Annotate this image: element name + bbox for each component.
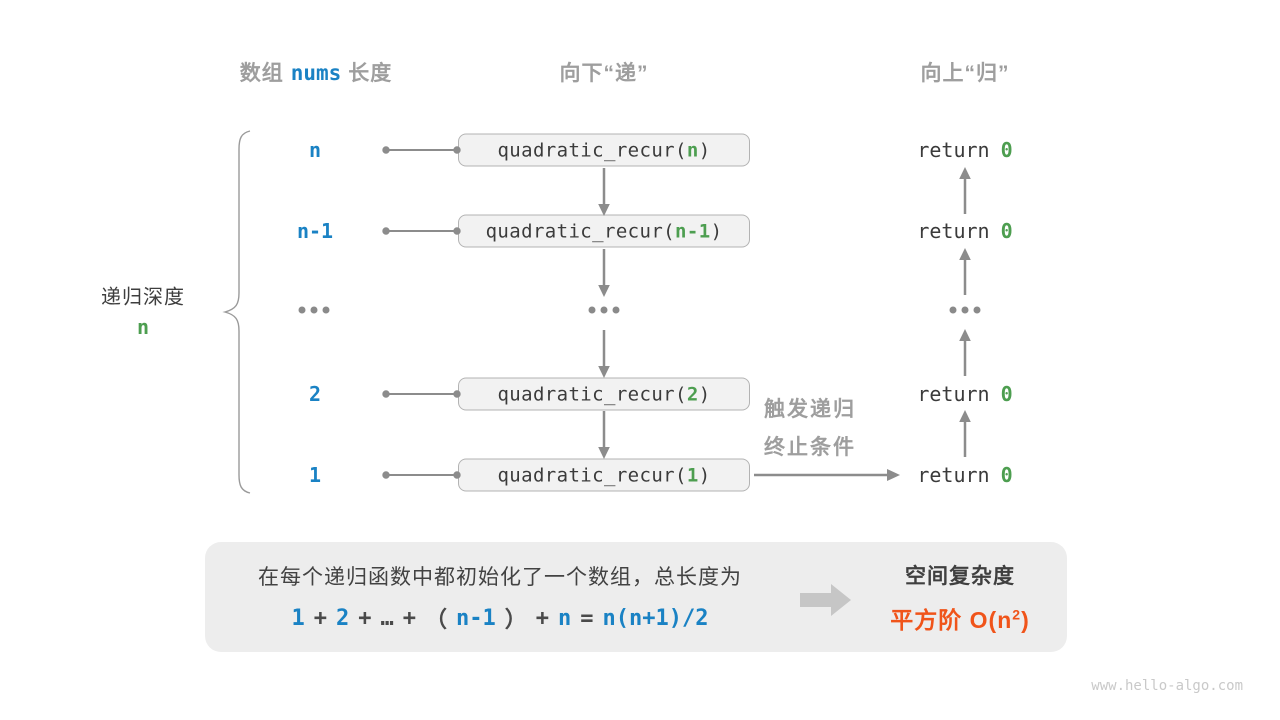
recursion-depth-label: 递归深度 <box>101 286 185 309</box>
summary-description: 在每个递归函数中都初始化了一个数组，总长度为 <box>258 566 742 589</box>
call-text: quadratic_recur( <box>497 464 687 486</box>
formula-token: n(n+1)/2 <box>602 605 709 631</box>
complexity-value: 平方阶 O(n2) <box>890 601 1029 635</box>
call-box: quadratic_recur(1) <box>458 458 750 492</box>
formula-token: + <box>535 605 550 631</box>
summary-formula: 1 + 2 + … + （ n-1 ） + n = n(n+1)/2 <box>292 602 709 634</box>
base-case-note-line1: 触发递归 <box>764 398 856 421</box>
formula-token: + <box>358 605 372 631</box>
right-arrow-icon <box>754 469 900 481</box>
call-box: quadratic_recur(n) <box>458 133 750 167</box>
call-close: ) <box>698 139 711 161</box>
return-keyword: return <box>917 219 990 243</box>
ellipsis-dots <box>298 306 981 314</box>
connector-line <box>382 146 461 479</box>
call-arg: n <box>686 139 699 161</box>
complexity-title: 空间复杂度 <box>905 565 1015 588</box>
formula-token: n-1 <box>456 605 496 631</box>
formula-token: ） <box>504 608 527 633</box>
base-case-note-line2: 终止条件 <box>764 436 856 459</box>
return-value: 0 <box>1000 463 1013 487</box>
formula-token: = <box>580 605 594 631</box>
return-statement: return 0 <box>917 219 1012 243</box>
call-box: quadratic_recur(n-1) <box>458 214 750 248</box>
call-arg: 1 <box>686 464 699 486</box>
call-text: quadratic_recur( <box>497 139 687 161</box>
call-text: quadratic_recur( <box>497 383 687 405</box>
watermark: www.hello-algo.com <box>1091 678 1243 694</box>
call-text: quadratic_recur( <box>485 220 676 242</box>
return-value: 0 <box>1000 219 1013 243</box>
formula-token: … <box>380 605 394 631</box>
header-downward-recursion: 向下“递” <box>559 62 649 85</box>
formula-token: 1 <box>291 605 305 631</box>
complexity-exponent: 2 <box>1012 606 1022 623</box>
call-close: ) <box>698 383 711 405</box>
return-statement: return 0 <box>917 382 1012 406</box>
call-close: ) <box>710 220 723 242</box>
formula-token: n <box>558 605 572 631</box>
header-array-pre: 数组 <box>239 62 284 85</box>
return-keyword: return <box>917 463 990 487</box>
return-value: 0 <box>1000 138 1013 162</box>
call-arg: n-1 <box>675 220 711 242</box>
array-length-label: 2 <box>308 382 322 406</box>
return-statement: return 0 <box>917 138 1012 162</box>
call-close: ) <box>698 464 711 486</box>
header-array-code: nums <box>290 61 342 85</box>
array-length-label: n <box>308 138 322 162</box>
formula-token: + <box>402 605 416 631</box>
formula-token: 2 <box>336 605 350 631</box>
return-value: 0 <box>1000 382 1013 406</box>
recursion-depth-value: n <box>136 315 150 339</box>
formula-token: + <box>313 605 327 631</box>
header-array-post: 长度 <box>348 62 393 85</box>
array-length-label: 1 <box>308 463 322 487</box>
return-keyword: return <box>917 138 990 162</box>
header-array-length: 数组 nums 长度 <box>240 57 393 87</box>
return-statement: return 0 <box>917 463 1012 487</box>
return-keyword: return <box>917 382 990 406</box>
formula-token: （ <box>425 608 448 633</box>
down-arrow-icon <box>598 168 610 459</box>
summary-panel: 在每个递归函数中都初始化了一个数组，总长度为 1 + 2 + … + （ n-1… <box>205 542 1067 652</box>
call-box: quadratic_recur(2) <box>458 377 750 411</box>
header-upward-return: 向上“归” <box>920 62 1010 85</box>
up-arrow-icon <box>959 167 971 457</box>
brace-icon <box>222 130 251 494</box>
complexity-suffix: ) <box>1021 607 1030 633</box>
array-length-label: n-1 <box>296 219 334 243</box>
complexity-prefix: 平方阶 O(n <box>890 607 1013 633</box>
call-arg: 2 <box>686 383 699 405</box>
